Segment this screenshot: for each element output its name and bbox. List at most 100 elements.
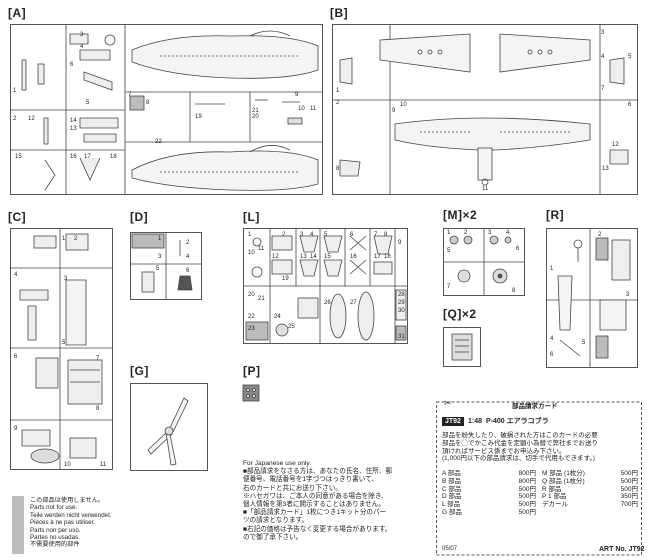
price-row[interactable]: M 部品 (1枚分)500円 [542,470,638,478]
legend-line: Partes no usadas. [30,534,80,542]
l-num-12: 12 [272,254,279,260]
price-row[interactable]: C 部品 500円 [442,486,536,494]
m-num-3: 3 [488,230,492,236]
l-num-19: 19 [282,276,289,282]
r-num-5: 5 [582,340,586,346]
card-intro-line: 頂ければサービス係までお申込み下さい。 [442,447,566,455]
c-num-8: 8 [96,406,100,412]
sprue-m-label: [M]×2 [443,208,478,222]
l-num-16: 16 [350,254,357,260]
japanese-note-line: 個人情報を第3者に開示することはありません。 [243,501,385,509]
scissors-icon: ✂ [444,399,452,409]
b-num-5: 5 [628,54,632,60]
legend-line: 不需要使用的部件 [30,541,80,549]
price-row[interactable]: Q 部品 (1枚分)500円 [542,478,638,486]
price-value: 500円 [518,485,536,493]
sprue-g-label: [G] [130,364,149,378]
a-num-3: 3 [80,32,84,38]
sprue-b-label: [B] [330,6,349,20]
a-num-16: 16 [70,154,77,160]
l-num-2: 2 [282,232,286,238]
l-num-6: 6 [350,232,354,238]
b-num-8: 8 [336,166,340,172]
unused-parts-swatch [12,496,24,554]
b-num-6: 6 [628,102,632,108]
m-num-4: 4 [506,230,510,236]
price-row[interactable]: P 1 部品 350円 [542,493,638,501]
l-num-30: 30 [398,308,405,314]
sprue-r-label: [R] [546,208,565,222]
price-row[interactable]: デカール 700円 [542,501,638,509]
card-date-code: 05/07 [442,546,458,552]
price-row[interactable]: R 部品 500円 [542,486,638,494]
legend-line: Pièces à ne pas utiliser. [30,519,96,527]
c-num-10: 10 [64,462,71,468]
legend-line: Parts non per uso. [30,526,81,534]
l-num-17: 17 [374,254,381,260]
b-num-4: 4 [601,54,605,60]
a-num-6: 6 [70,62,74,68]
price-value: 500円 [620,485,638,493]
price-part: L 部品 [442,501,461,509]
price-part: C 部品 [442,485,462,493]
card-code: JT92 [442,416,464,426]
japanese-note-line: 便番号、電話番号を1字づつはっきり書いて、 [243,476,379,484]
price-value: 350円 [620,493,638,501]
l-num-1: 1 [248,232,252,238]
card-scale: 1:48 [467,417,482,425]
c-num-6: 6 [14,354,18,360]
l-num-20: 20 [248,292,255,298]
a-num-15: 15 [15,154,22,160]
price-part: R 部品 [542,485,562,493]
l-num-9: 9 [398,240,402,246]
l-num-8: 8 [384,232,388,238]
a-num-5: 5 [86,100,90,106]
a-num-12: 12 [28,116,35,122]
a-num-13: 13 [70,126,77,132]
c-num-3: 3 [64,276,68,282]
card-prices-right: M 部品 (1枚分)500円 Q 部品 (1枚分)500円 R 部品 500円 P… [542,470,638,509]
b-num-1: 1 [336,88,340,94]
price-part: P 1 部品 [542,493,567,501]
sprue-a-label: [A] [8,6,27,20]
price-part: デカール [542,501,568,509]
card-product-row: JT92 1:48 P-400 エアラコブラ [442,416,549,426]
b-num-7: 7 [601,86,605,92]
l-num-15: 15 [324,254,331,260]
japanese-note-line: ツの請求となります。 [243,517,309,525]
art-number: ART No. JT92 [599,546,645,553]
r-num-6: 6 [550,352,554,358]
d-num-1: 1 [158,236,162,242]
c-num-11: 11 [100,462,107,468]
c-num-1: 1 [62,236,66,242]
japanese-note-line: ■「部品請求カード」1枚につき1キット分のパー [243,509,387,517]
a-num-11: 11 [310,106,317,112]
l-num-26: 26 [324,300,331,306]
l-num-3: 3 [300,232,304,238]
price-value: 700円 [620,501,638,509]
japanese-note-heading: For Japanese use only. [243,460,312,467]
a-num-19: 19 [195,114,202,120]
card-intro-line: (1,000円以下の部品請求は、切手で代用もできます。) [442,455,595,463]
l-num-28: 28 [398,292,405,298]
l-num-14: 14 [310,254,317,260]
m-num-6: 6 [516,246,520,252]
price-value: 800円 [518,470,536,477]
l-num-22: 22 [248,314,255,320]
japanese-note-line: ■部品請求をなさる方は、あなたの氏名、住所、郵 [243,468,393,476]
b-num-12: 12 [612,142,619,148]
l-num-13: 13 [300,254,307,260]
price-part: Q 部品 (1枚分) [542,477,585,485]
l-num-25: 25 [288,324,295,330]
a-num-10: 10 [298,106,305,112]
